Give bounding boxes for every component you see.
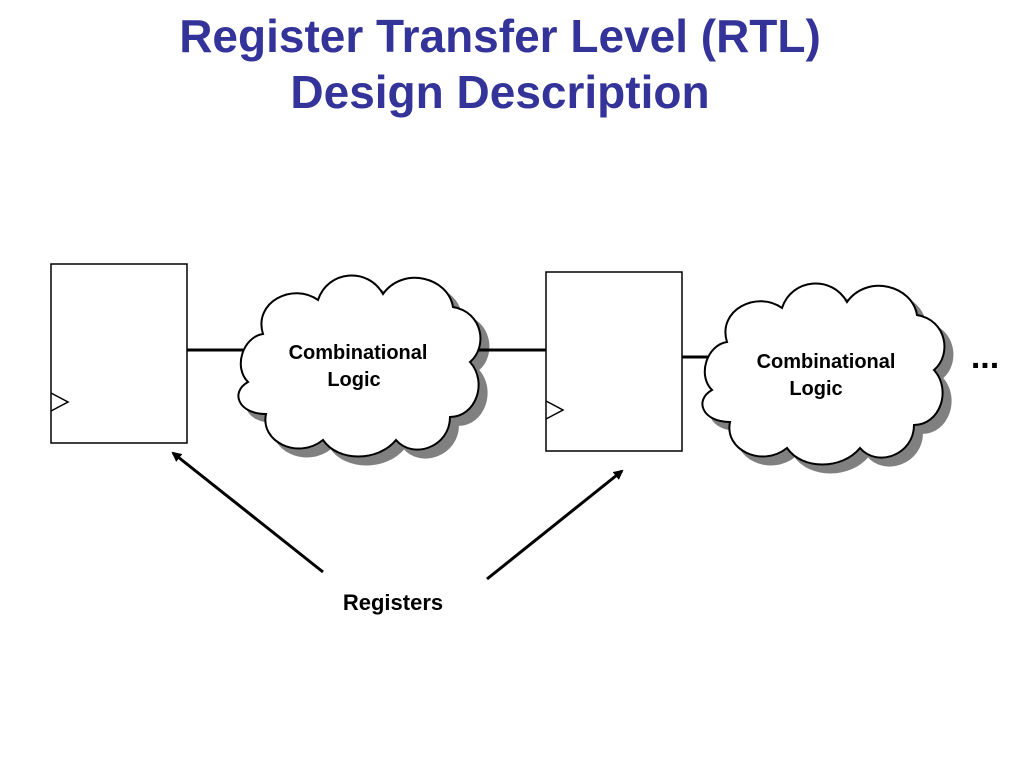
register-2 <box>545 271 683 452</box>
cloud-2-label-line-1: Combinational <box>757 351 896 373</box>
cloud-2-label-line-2: Logic <box>789 378 842 400</box>
cloud-1-shape <box>237 274 482 458</box>
continuation-ellipsis: ... <box>971 338 999 376</box>
arrow-to-register-1 <box>171 451 324 574</box>
slide-title: Register Transfer Level (RTL) Design Des… <box>0 8 1000 120</box>
registers-label: Registers <box>343 590 443 615</box>
arrow-to-register-2 <box>486 469 624 581</box>
title-line-2: Design Description <box>290 66 710 118</box>
register-1 <box>50 263 188 444</box>
cloud-1-label-line-2: Logic <box>327 369 380 391</box>
combinational-logic-cloud-2: Combinational Logic <box>701 282 954 474</box>
register-2-box <box>545 271 683 452</box>
title-line-1: Register Transfer Level (RTL) <box>179 10 821 62</box>
register-1-box <box>50 263 188 444</box>
register-1-clock-icon <box>50 392 70 412</box>
cloud-1-label-line-1: Combinational <box>289 342 428 364</box>
cloud-2-shape <box>701 282 946 466</box>
combinational-logic-cloud-1: Combinational Logic <box>237 274 490 466</box>
register-2-clock-icon <box>545 400 565 420</box>
